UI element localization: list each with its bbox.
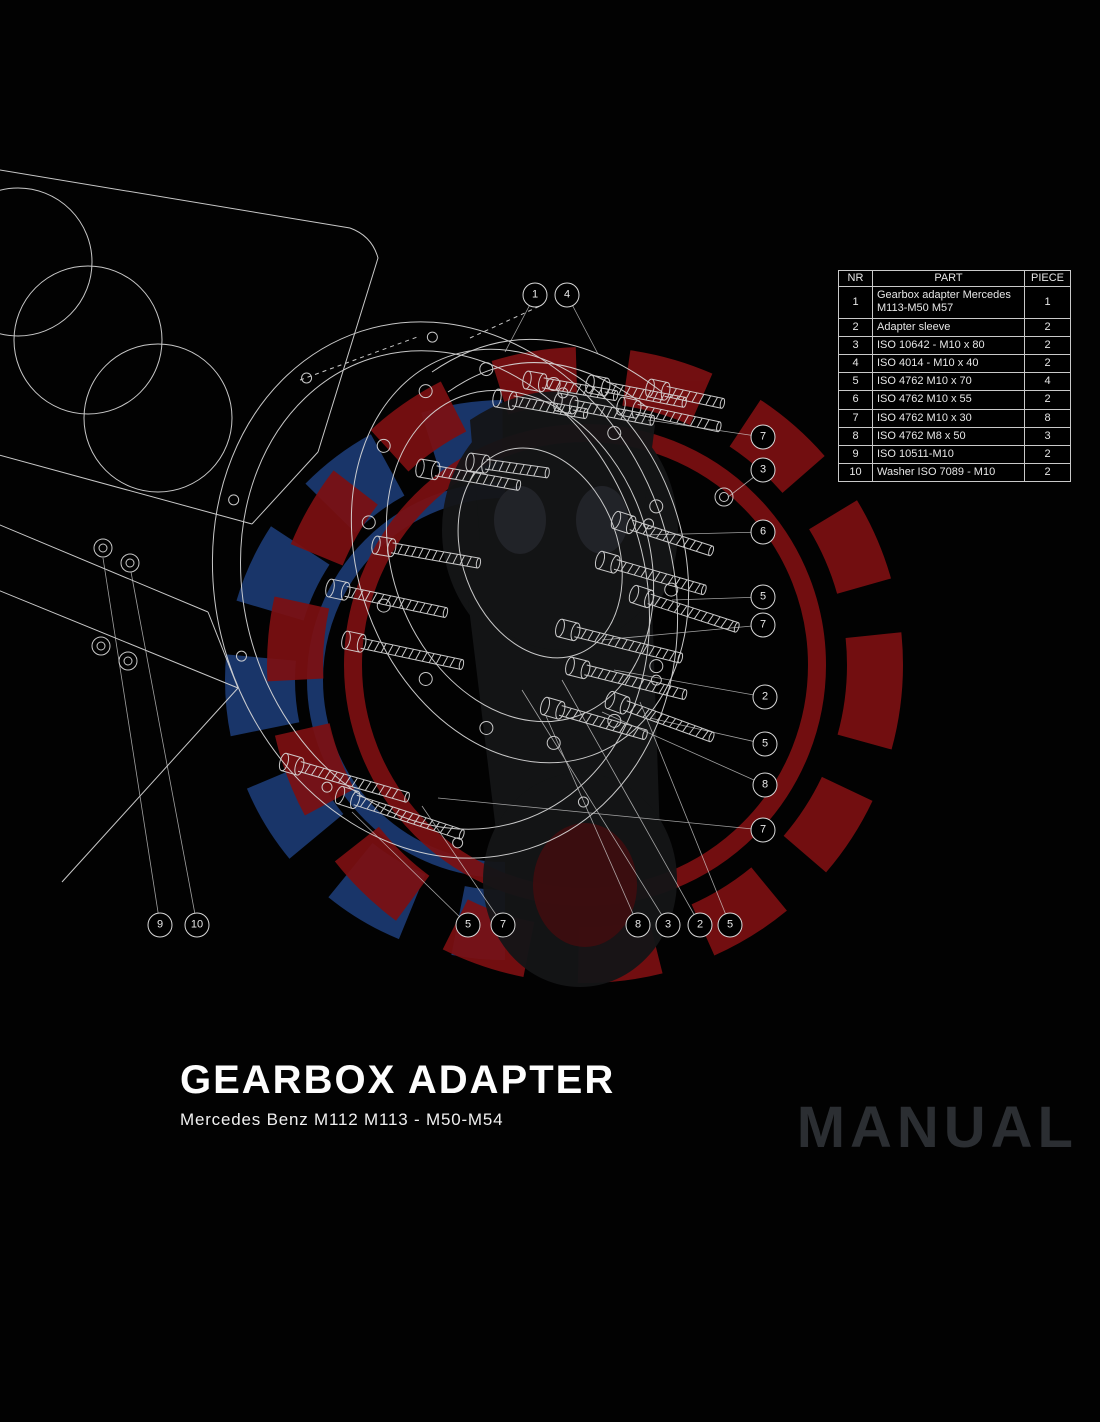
cell-piece: 2 (1024, 444, 1071, 465)
cell-part: Adapter sleeve (872, 317, 1025, 337)
cell-nr: 8 (838, 426, 873, 446)
col-part: PART (872, 269, 1025, 288)
col-nr: NR (838, 269, 873, 288)
callout-1: 1 (522, 282, 548, 308)
bell-housing-graphic (211, 305, 679, 859)
cell-nr: 4 (838, 353, 873, 374)
callout-5: 5 (752, 731, 778, 757)
callout-5: 5 (717, 912, 743, 938)
cell-part: Washer ISO 7089 - M10 (872, 463, 1025, 483)
title-block: GEARBOX ADAPTER Mercedes Benz M112 M113 … (180, 1058, 615, 1130)
page-title: GEARBOX ADAPTER (180, 1058, 616, 1102)
cell-nr: 7 (838, 408, 873, 428)
cell-part: ISO 4762 M8 x 50 (872, 426, 1025, 446)
cell-part: Gearbox adapter Mercedes M113-M50 M57 (872, 286, 1025, 319)
col-piece: PIECE (1024, 269, 1071, 288)
cell-piece: 8 (1024, 408, 1071, 428)
callout-2: 2 (752, 684, 778, 710)
callout-2: 2 (687, 912, 713, 938)
brand-watermark-emblem (225, 347, 903, 987)
cell-piece: 2 (1024, 335, 1071, 355)
cell-piece: 2 (1024, 390, 1071, 410)
cell-nr: 5 (838, 372, 873, 392)
callout-3: 3 (750, 457, 776, 483)
cell-piece: 4 (1024, 372, 1071, 392)
callout-7: 7 (750, 424, 776, 450)
engine-block-graphic (0, 169, 379, 883)
bolts-graphic (278, 370, 740, 840)
cell-part: ISO 4762 M10 x 70 (872, 372, 1025, 392)
callout-10: 10 (184, 912, 210, 938)
callout-7: 7 (750, 612, 776, 638)
cell-part: ISO 10642 - M10 x 80 (872, 335, 1025, 355)
callout-5: 5 (455, 912, 481, 938)
callout-3: 3 (655, 912, 681, 938)
callout-4: 4 (554, 282, 580, 308)
callout-8: 8 (625, 912, 651, 938)
cell-nr: 6 (838, 390, 873, 410)
callout-8: 8 (752, 772, 778, 798)
cell-nr: 1 (838, 286, 873, 319)
page-subtitle: Mercedes Benz M112 M113 - M50-M54 (180, 1110, 504, 1129)
callout-6: 6 (750, 519, 776, 545)
callout-7: 7 (490, 912, 516, 938)
cell-nr: 2 (838, 317, 873, 337)
cell-piece: 2 (1024, 353, 1071, 374)
callout-5: 5 (750, 584, 776, 610)
parts-table-header: NR PART PIECE (838, 269, 1071, 288)
cell-piece: 1 (1024, 286, 1071, 319)
cell-nr: 10 (838, 463, 873, 483)
cell-piece: 2 (1024, 317, 1071, 337)
cell-piece: 3 (1024, 426, 1071, 446)
cell-part: ISO 10511-M10 (872, 444, 1025, 465)
cell-nr: 9 (838, 444, 873, 465)
cell-part: ISO 4762 M10 x 55 (872, 390, 1025, 410)
callout-9: 9 (147, 912, 173, 938)
cell-part: ISO 4014 - M10 x 40 (872, 353, 1025, 374)
cell-nr: 3 (838, 335, 873, 355)
cell-part: ISO 4762 M10 x 30 (872, 408, 1025, 428)
cell-piece: 2 (1024, 463, 1071, 483)
leader-lines (102, 294, 766, 926)
bolt-holes-graphic (228, 331, 679, 849)
manual-watermark-text: MANUAL (796, 1095, 1078, 1160)
callout-7: 7 (750, 817, 776, 843)
adapter-plate-graphic (350, 348, 734, 764)
